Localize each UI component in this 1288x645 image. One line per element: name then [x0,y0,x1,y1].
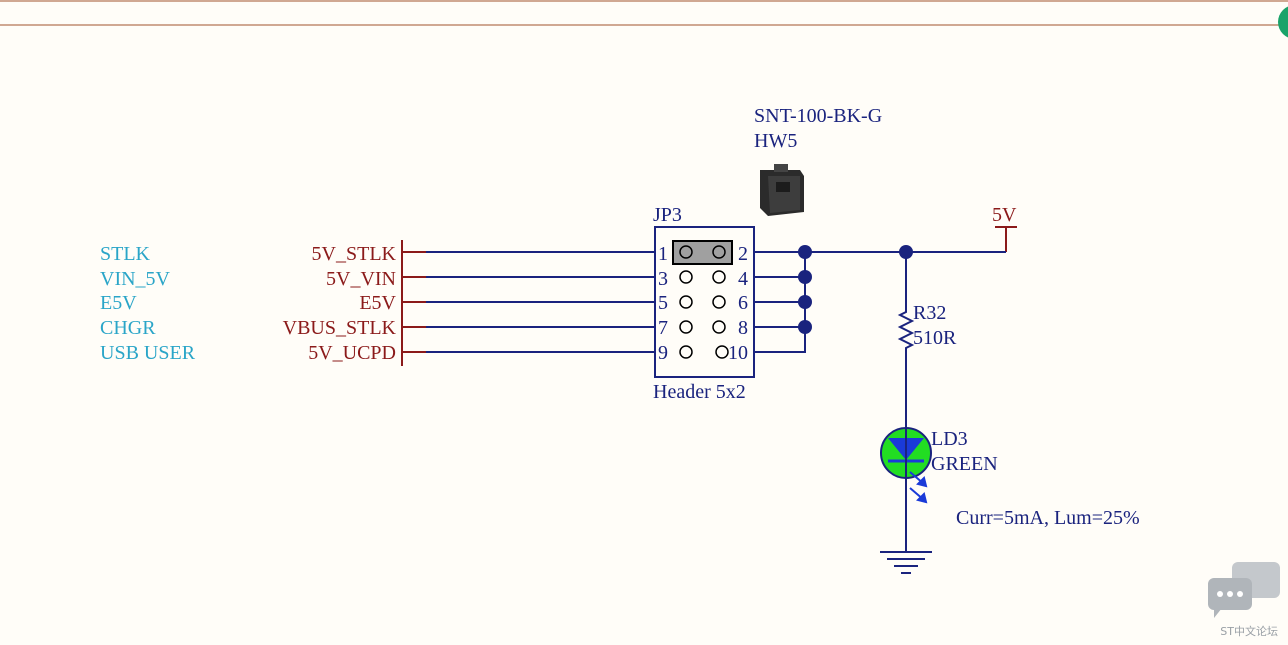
net-port-5v-stlk: 5V_STLK [312,243,397,265]
jumper-part-ref: HW5 [754,130,797,152]
jumper-shunt-icon [760,164,804,216]
power-5v-label: 5V [992,204,1017,226]
pin-6: 6 [738,292,748,314]
ground-symbol [880,551,932,574]
pin-8: 8 [738,317,748,339]
header-pin-holes [679,245,729,359]
led-emission-arrows-icon [909,471,928,504]
left-label-stlk: STLK [100,243,151,265]
pin-4: 4 [738,268,748,290]
left-label-e5v: E5V [100,292,137,314]
chat-bubble-icon [1208,562,1280,618]
led-value: GREEN [931,453,998,475]
led-note: Curr=5mA, Lum=25% [956,507,1140,529]
pin-7: 7 [658,317,668,339]
header-value: Header 5x2 [653,381,746,403]
pin-10: 10 [728,342,748,364]
resistor-r32-symbol [897,305,915,350]
installed-jumper [672,240,733,265]
pin-1: 1 [658,243,668,265]
jumper-part-name: SNT-100-BK-G [754,105,882,127]
left-label-chgr: CHGR [100,317,156,339]
left-label-vin5v: VIN_5V [100,268,171,290]
watermark-text: ST中文论坛 [1220,625,1278,638]
net-port-5v-vin: 5V_VIN [326,268,396,290]
pin-5: 5 [658,292,668,314]
header-wires-left [426,251,655,353]
led-ref: LD3 [931,428,968,450]
pin-3: 3 [658,268,668,290]
resistor-value: 510R [913,327,957,349]
pin-2: 2 [738,243,748,265]
port-stubs [402,251,426,353]
net-port-e5v: E5V [359,292,396,314]
led-ld3-symbol [880,427,932,479]
pin-9: 9 [658,342,668,364]
left-label-usb-user: USB USER [100,342,196,364]
net-port-vbus-stlk: VBUS_STLK [283,317,397,339]
power-5v-symbol [995,226,1017,252]
header-wires-right [754,251,1005,548]
junction-dots [798,245,913,334]
header-ref: JP3 [653,204,682,226]
net-port-5v-ucpd: 5V_UCPD [308,342,396,364]
resistor-ref: R32 [913,302,946,324]
corner-badge-icon [1278,6,1288,38]
